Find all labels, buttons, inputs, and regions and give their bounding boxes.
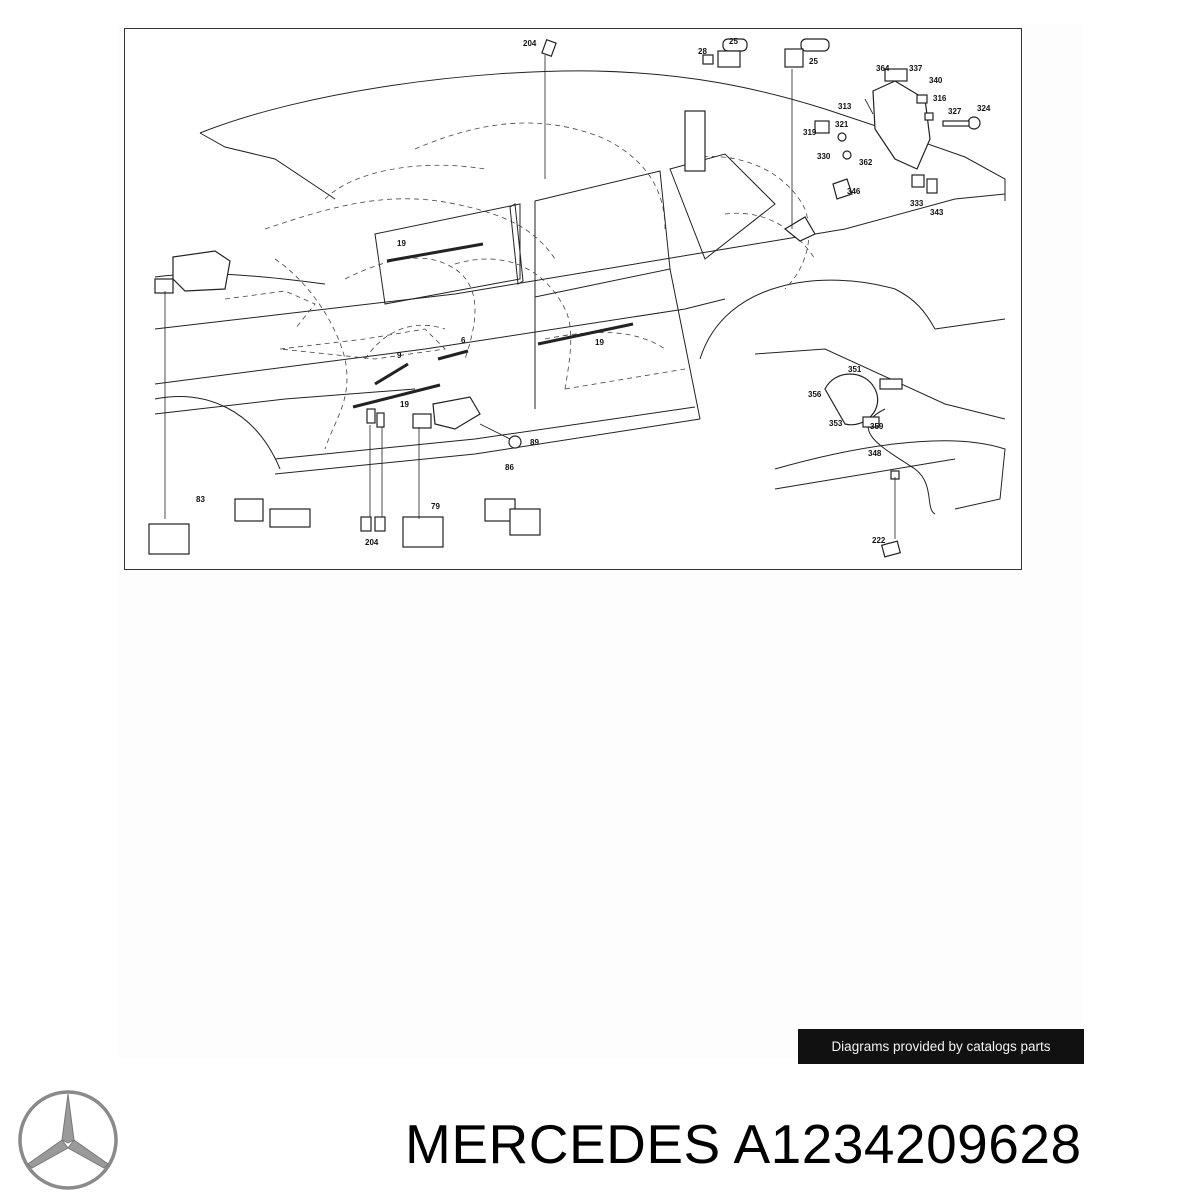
car-body-outline — [154, 70, 1006, 515]
callout: 330 — [817, 152, 831, 161]
product-title: MERCEDES A1234209628 — [405, 1113, 1082, 1175]
callout: 340 — [929, 76, 943, 85]
components — [148, 38, 981, 558]
callout: 83 — [196, 495, 205, 504]
callout: 28 — [698, 47, 707, 56]
callout-labels: 204 28 25 25 364 337 340 313 316 327 324… — [196, 37, 991, 547]
callout: 19 — [595, 338, 604, 347]
callout: 327 — [948, 107, 962, 116]
credit-text: Diagrams provided by catalogs parts — [831, 1039, 1051, 1054]
callout: 25 — [729, 37, 738, 46]
callout: 351 — [848, 365, 862, 374]
callout: 313 — [838, 102, 852, 111]
callout: 19 — [400, 400, 409, 409]
callout: 343 — [930, 208, 944, 217]
callout: 348 — [868, 449, 882, 458]
callout: 89 — [530, 438, 539, 447]
callout: 333 — [910, 199, 924, 208]
callout: 319 — [803, 128, 817, 137]
callout: 359 — [870, 422, 884, 431]
callout: 346 — [847, 187, 861, 196]
callout: 321 — [835, 120, 849, 129]
callout: 316 — [933, 94, 947, 103]
callout: 362 — [859, 158, 873, 167]
callout: 86 — [505, 463, 514, 472]
callout: 222 — [872, 536, 886, 545]
diagram-credit-banner: Diagrams provided by catalogs parts — [798, 1029, 1084, 1064]
callout: 364 — [876, 64, 890, 73]
callout: 324 — [977, 104, 991, 113]
rods — [352, 242, 634, 409]
three-pointed-star-icon — [18, 1090, 118, 1190]
callout: 9 — [397, 351, 402, 360]
callout: 25 — [809, 57, 818, 66]
callout: 204 — [365, 538, 379, 547]
callout: 19 — [397, 239, 406, 248]
callout: 356 — [808, 390, 822, 399]
callout: 79 — [431, 502, 440, 511]
hidden-structure-lines — [224, 122, 816, 450]
callout: 337 — [909, 64, 923, 73]
parts-diagram: 204 28 25 25 364 337 340 313 316 327 324… — [124, 28, 1022, 570]
callout: 353 — [829, 419, 843, 428]
leader-lines — [164, 55, 896, 539]
callout: 6 — [461, 336, 466, 345]
callout: 204 — [523, 39, 537, 48]
